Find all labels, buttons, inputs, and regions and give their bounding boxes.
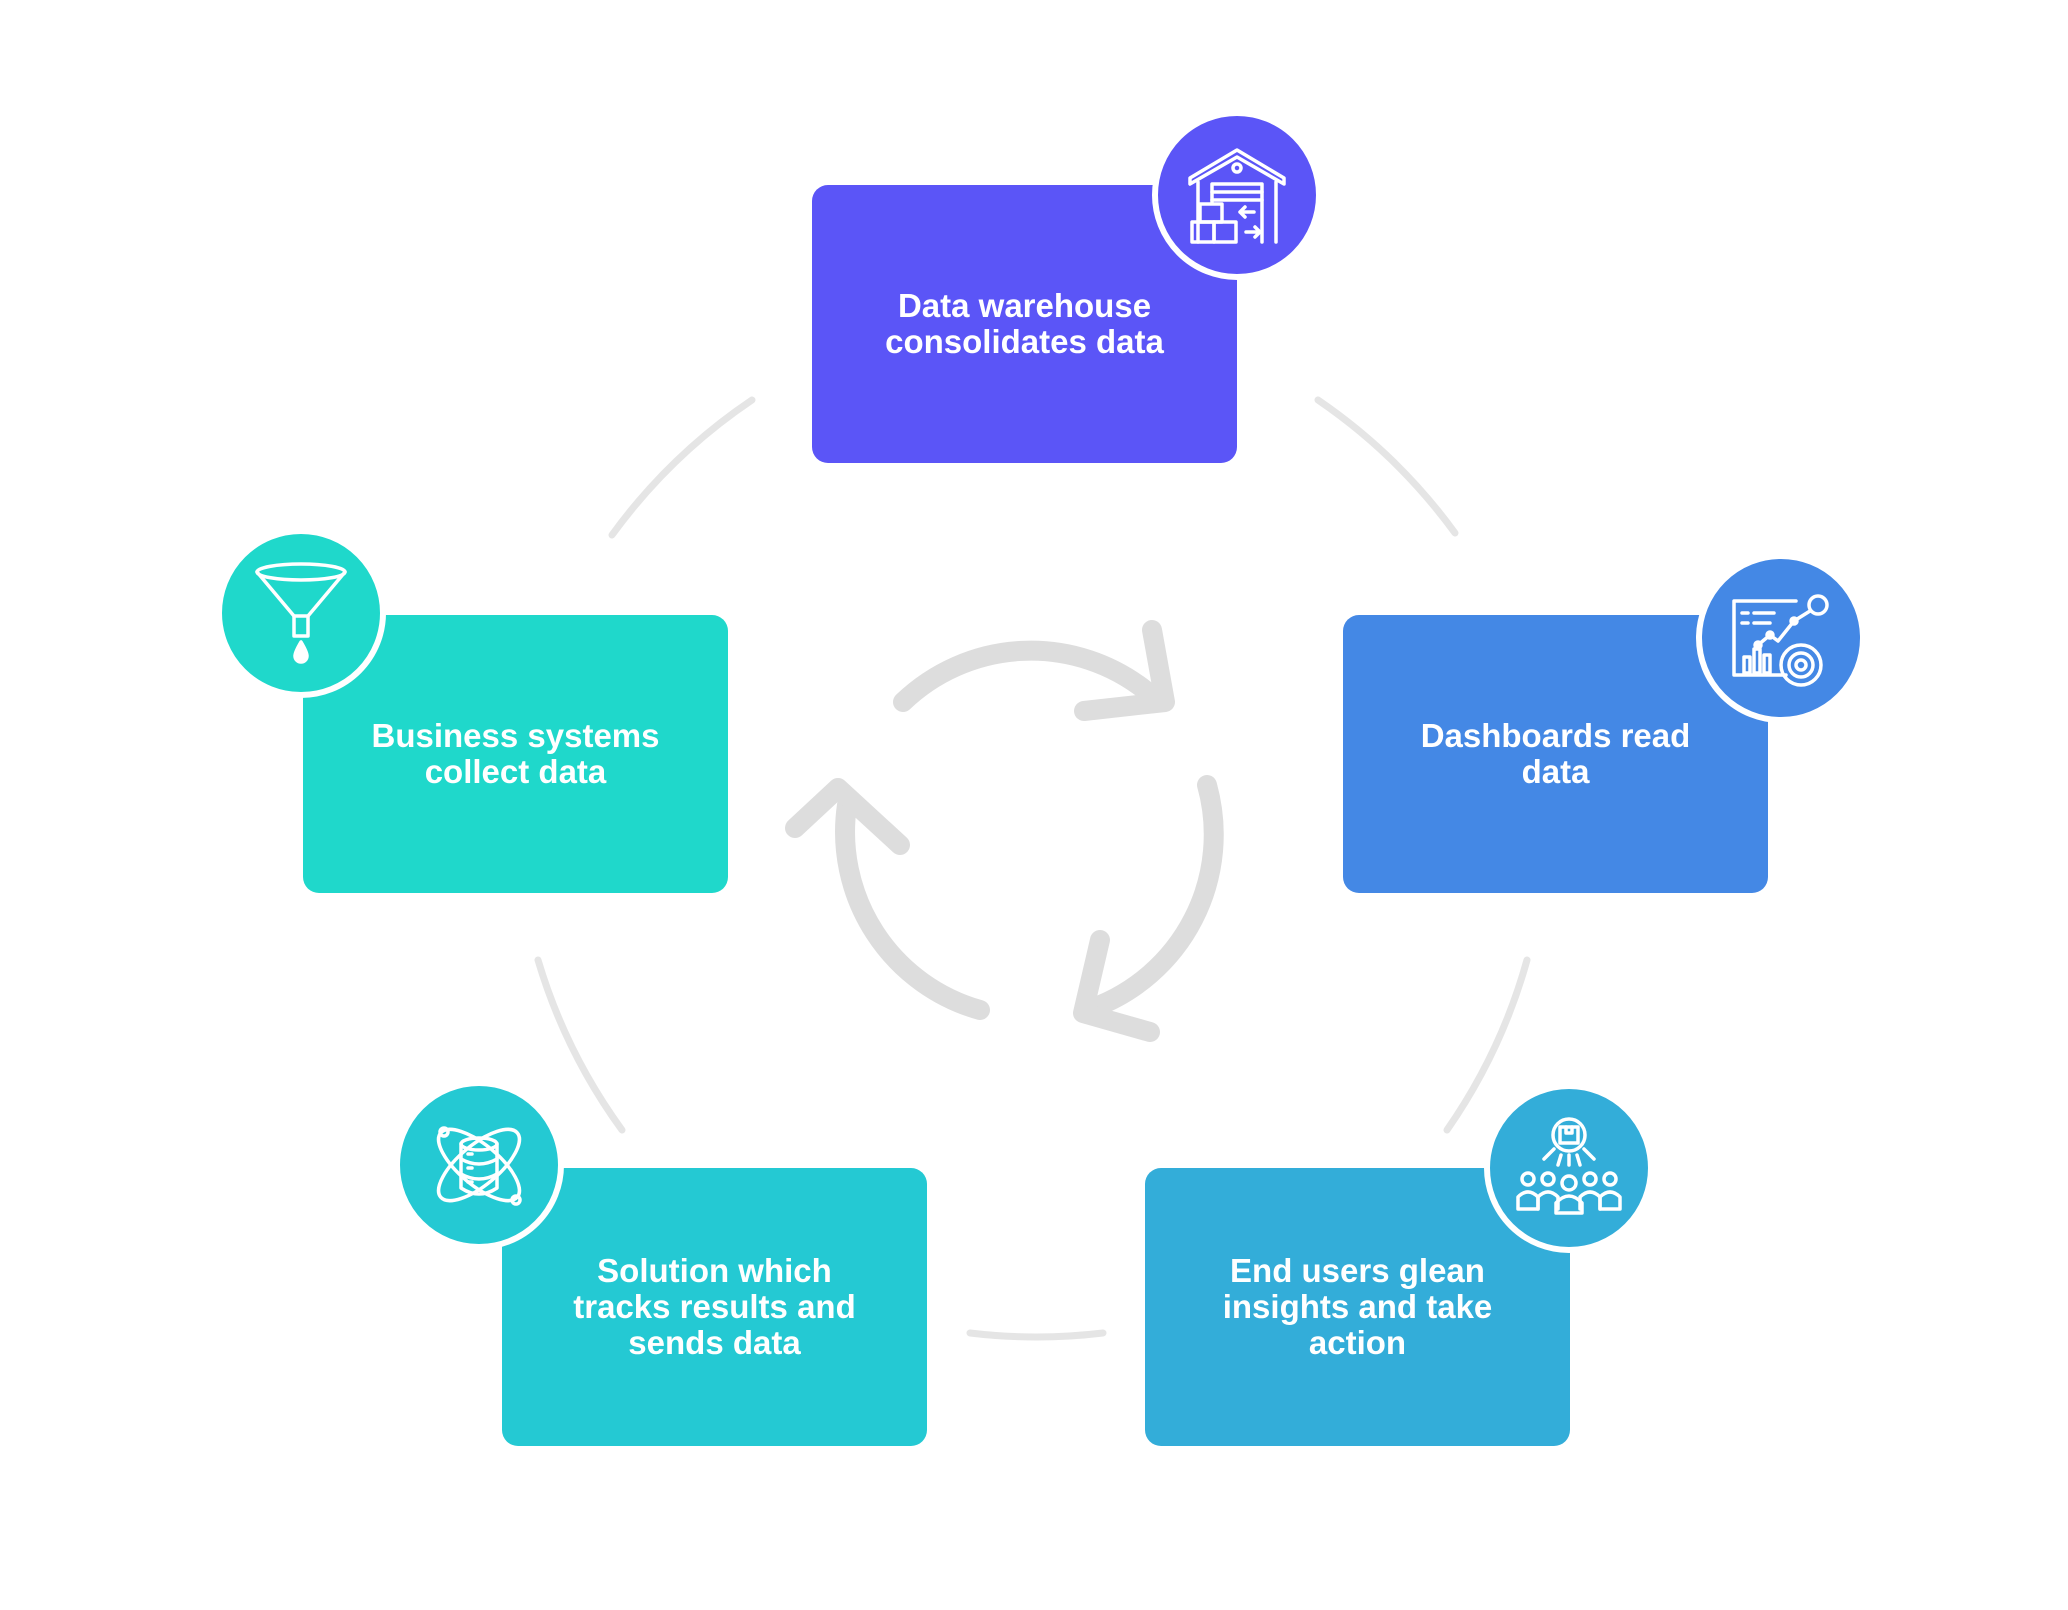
- stage-label: Dashboards read data: [1420, 717, 1691, 790]
- connector-arc: [1314, 396, 1459, 537]
- cycle-arrow-left: [835, 795, 990, 1020]
- warehouse-badge: [1152, 110, 1322, 280]
- stage-card-business-systems: Business systems collect data: [303, 615, 728, 893]
- stage-card-solution: Solution which tracks results and sends …: [502, 1168, 927, 1446]
- stage-label: Business systems collect data: [371, 717, 660, 790]
- stage-card-dashboards: Dashboards read data: [1343, 615, 1768, 893]
- funnel-icon: [255, 562, 347, 664]
- solution-badge: [394, 1080, 564, 1250]
- business-systems-badge: [216, 528, 386, 698]
- dashboards-badge: [1696, 553, 1866, 723]
- cycle-arrow-right: [1083, 775, 1224, 1018]
- stage-card-end-users: End users glean insights and take action: [1145, 1168, 1570, 1446]
- cycle-arrow-left-head: [785, 778, 910, 855]
- database-orbit-icon: [436, 1126, 522, 1206]
- dashboard-chart-icon: [1732, 594, 1829, 687]
- cycle-arrow-top: [893, 640, 1155, 712]
- stage-label: Data warehouse consolidates data: [885, 287, 1164, 360]
- connector-arc: [1443, 956, 1531, 1134]
- end-users-badge: [1484, 1083, 1654, 1253]
- cycle-arrow-right-head: [1073, 930, 1160, 1042]
- team-users-icon: [1516, 1117, 1622, 1215]
- connector-arc: [966, 1329, 1107, 1341]
- connector-arc: [534, 956, 626, 1134]
- connector-arc: [608, 396, 756, 539]
- cycle-arrow-top-head: [1074, 620, 1175, 721]
- stage-label: End users glean insights and take action: [1222, 1252, 1493, 1361]
- stage-label: Solution which tracks results and sends …: [573, 1252, 856, 1361]
- warehouse-icon: [1188, 148, 1286, 244]
